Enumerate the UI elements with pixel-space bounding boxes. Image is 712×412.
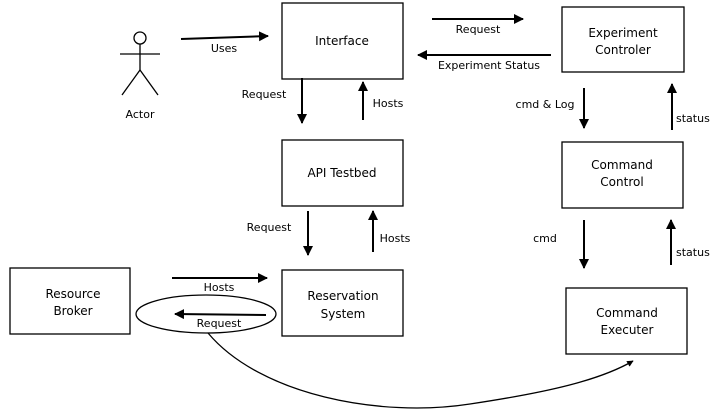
arrow-actor-to-interface (180, 31, 269, 42)
edge-label-hosts-reservation-api: Hosts (380, 232, 411, 245)
api-testbed-box (281, 139, 404, 207)
edge-label-cmd: cmd (533, 232, 557, 245)
reservation-system-line1: Reservation (307, 289, 378, 303)
edge-label-hosts-api-interface: Hosts (373, 97, 404, 110)
resource-broker-line2: Broker (53, 304, 92, 318)
command-control-box (561, 141, 684, 209)
actor-label: Actor (126, 108, 155, 121)
edge-label-uses: Uses (211, 42, 238, 55)
experiment-controller-box (561, 6, 685, 73)
edge-label-hosts-broker: Hosts (204, 281, 235, 294)
command-control-line2: Control (600, 175, 643, 189)
command-control-line1: Command (591, 158, 653, 172)
interface-box (281, 2, 404, 80)
command-executer-box (565, 287, 688, 355)
command-executer-line1: Command (596, 306, 658, 320)
edge-label-experiment-status: Experiment Status (438, 59, 540, 72)
command-executer-line2: Executer (601, 323, 654, 337)
edge-label-status-top: status (676, 112, 710, 125)
edge-label-request-api-reservation: Request (247, 221, 292, 234)
experiment-controller-line2: Controler (595, 43, 651, 57)
highlight-ellipse (135, 294, 277, 334)
resource-broker-line1: Resource (45, 287, 100, 301)
arrow-reservation-to-broker (174, 309, 267, 320)
edge-label-request-top: Request (456, 23, 501, 36)
reservation-system-box (281, 269, 404, 337)
edge-label-status-bottom: status (676, 246, 710, 259)
curved-arrow-ellipse-to-executer (207, 332, 634, 409)
edge-label-request-interface-api: Request (242, 88, 287, 101)
actor-figure (120, 31, 160, 96)
experiment-controller-line1: Experiment (588, 26, 658, 40)
edge-label-cmd-log: cmd & Log (516, 98, 575, 111)
api-testbed-label: API Testbed (307, 166, 376, 180)
resource-broker-box (9, 267, 131, 335)
edge-label-request-reservation-broker: Request (197, 317, 242, 330)
reservation-system-line2: System (321, 307, 366, 321)
interface-label: Interface (315, 34, 369, 48)
